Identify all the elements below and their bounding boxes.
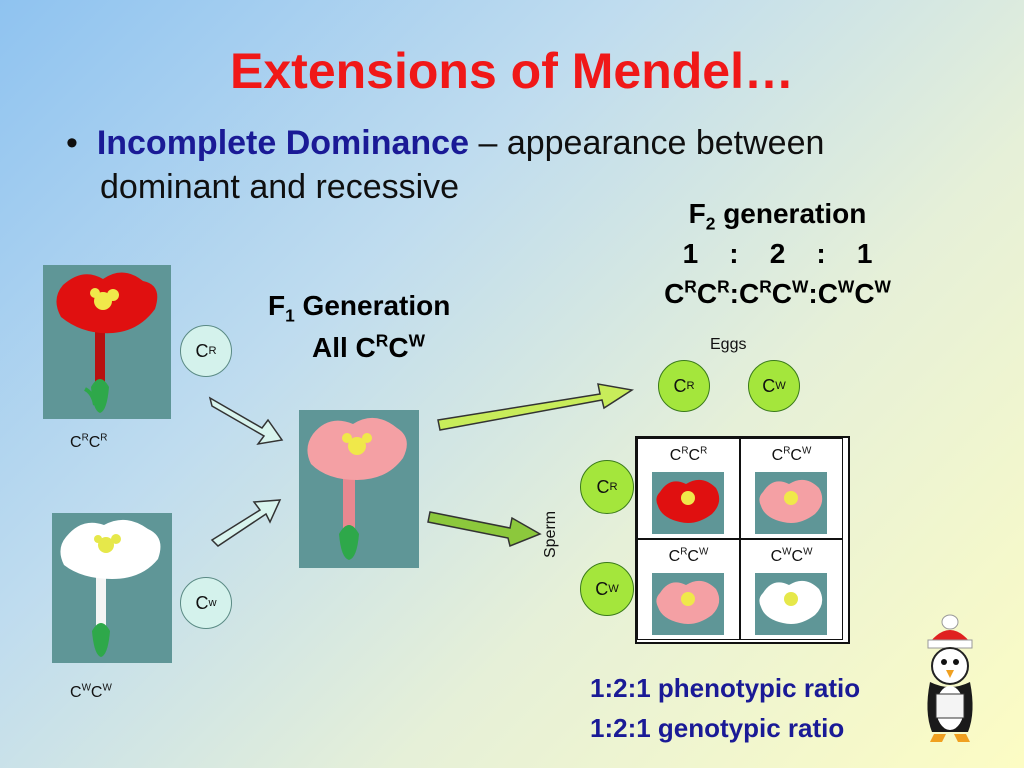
f1-all-genotype: All CRCW	[312, 330, 425, 363]
punnett-cell-rw-top: CRCW	[740, 438, 843, 539]
penguin-mascot-image	[927, 614, 973, 742]
red-flower-image	[652, 472, 724, 534]
pink-flower-image	[652, 573, 724, 635]
arrow-f1-to-sperm	[427, 511, 542, 548]
f1-pink-flower-image	[299, 410, 419, 568]
punnett-cell-ww: CWCW	[740, 539, 843, 640]
sperm-label: Sperm	[542, 510, 559, 558]
punnett-cell-rw-bottom: CRCW	[637, 539, 740, 640]
f2-ratio-line: 1 : 2 : 1	[682, 238, 873, 269]
f2-genotypes: CRCR:CRCW:CWCW	[664, 276, 891, 309]
bullet-definition-line1: – appearance between	[469, 124, 825, 162]
arrow-red-to-f1	[208, 396, 284, 446]
pink-flower-image	[755, 472, 827, 534]
phenotypic-ratio: 1:2:1 phenotypic ratio	[590, 673, 861, 703]
eggs-label: Eggs	[710, 336, 747, 353]
genotypic-ratio: 1:2:1 genotypic ratio	[590, 713, 845, 743]
punnett-cell-rr: CRCR	[637, 438, 740, 539]
f2-heading: F2 generation	[688, 198, 867, 234]
arrow-white-to-f1	[210, 499, 282, 547]
f1-heading: F1 Generation	[268, 290, 451, 326]
white-parent-flower-image	[52, 513, 172, 663]
bullet-text: • Incomplete Dominance – appearance betw…	[66, 124, 824, 163]
slide-title: Extensions of Mendel…	[230, 43, 794, 99]
white-parent-genotype: CWCW	[70, 682, 112, 701]
bullet-marker: •	[66, 124, 78, 162]
bullet-term: Incomplete Dominance	[96, 124, 470, 162]
bullet-definition-line2: dominant and recessive	[100, 168, 460, 206]
red-parent-flower-image	[43, 265, 171, 419]
arrow-f1-to-eggs	[437, 383, 635, 431]
red-parent-genotype: CRCR	[70, 432, 108, 451]
punnett-square: CRCR CRCW CRCW CWCW	[635, 436, 850, 644]
white-flower-image	[755, 573, 827, 635]
